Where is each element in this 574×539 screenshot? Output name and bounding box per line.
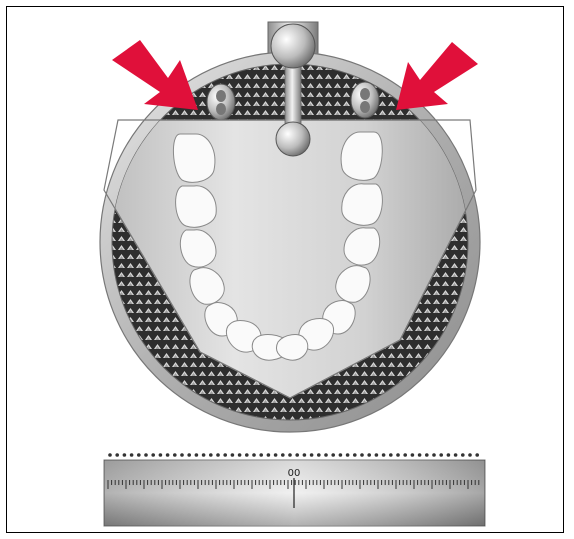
scale-dot — [281, 453, 285, 457]
scale-dot — [274, 453, 278, 457]
scale-dot — [425, 453, 429, 457]
scale-dot — [418, 453, 422, 457]
scale-dot — [130, 453, 134, 457]
scale-dot — [447, 453, 451, 457]
scale-dot — [432, 453, 436, 457]
scale-label: 00 — [288, 468, 301, 479]
scale-dot — [339, 453, 343, 457]
screw-left — [207, 84, 235, 120]
scale-dot — [454, 453, 458, 457]
scale-dot — [151, 453, 155, 457]
measurement-scale: 00 — [104, 453, 485, 526]
scale-dot — [324, 453, 328, 457]
scale-dot — [245, 453, 249, 457]
screw-right — [351, 82, 379, 118]
scale-dot — [468, 453, 472, 457]
scale-dot — [310, 453, 314, 457]
tooth — [341, 132, 382, 180]
scale-dot — [187, 453, 191, 457]
scale-dot — [317, 453, 321, 457]
scale-dot — [137, 453, 141, 457]
scale-dot — [346, 453, 350, 457]
scale-dot — [123, 453, 127, 457]
scale-dot — [382, 453, 386, 457]
scale-dot — [439, 453, 443, 457]
scale-dot — [295, 453, 299, 457]
scale-dot — [353, 453, 357, 457]
scale-dot — [396, 453, 400, 457]
scale-dot — [303, 453, 307, 457]
scale-dot — [475, 453, 479, 457]
scale-dot — [144, 453, 148, 457]
tooth — [176, 186, 217, 227]
scale-dot — [231, 453, 235, 457]
scale-dot — [209, 453, 213, 457]
scale-dot — [202, 453, 206, 457]
scale-dot — [195, 453, 199, 457]
scale-dot — [367, 453, 371, 457]
scale-dot-row — [108, 453, 479, 457]
tooth — [342, 184, 383, 225]
scale-dot — [389, 453, 393, 457]
scale-dot — [403, 453, 407, 457]
scale-dot — [115, 453, 119, 457]
scale-dot — [360, 453, 364, 457]
scale-dot — [411, 453, 415, 457]
scale-dot — [288, 453, 292, 457]
scale-dot — [216, 453, 220, 457]
scale-dot — [238, 453, 242, 457]
scale-dot — [252, 453, 256, 457]
scale-dot — [461, 453, 465, 457]
red-arrow-right — [396, 42, 478, 110]
scale-dot — [267, 453, 271, 457]
red-arrow-left — [112, 40, 198, 110]
scale-dot — [159, 453, 163, 457]
scale-dot — [108, 453, 112, 457]
scale-dot — [259, 453, 263, 457]
tooth — [277, 335, 308, 361]
scale-dot — [331, 453, 335, 457]
scale-dot — [166, 453, 170, 457]
scale-dot — [223, 453, 227, 457]
scale-dot — [173, 453, 177, 457]
scale-dot — [375, 453, 379, 457]
scale-dot — [180, 453, 184, 457]
tooth — [173, 134, 214, 182]
